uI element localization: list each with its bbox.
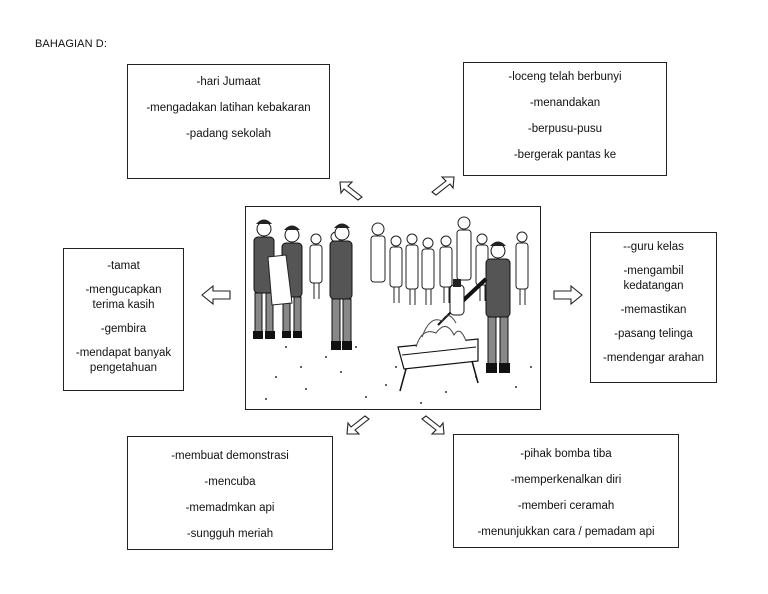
firefighters-group (253, 219, 353, 350)
note-line: -menunjukkan cara / pemadam api (477, 526, 655, 538)
note-line: -hari Jumaat (196, 76, 261, 88)
fire-drill-drawing (253, 216, 532, 404)
note-box-top-left: -hari Jumaat -mengadakan latihan kebakar… (127, 64, 330, 179)
note-line: -mendapat banyak pengetahuan (75, 347, 172, 374)
extinguisher (449, 279, 465, 316)
arrow-left-icon (201, 284, 231, 306)
arrow-up-right-icon (431, 176, 455, 196)
fire-drill-illustration (245, 206, 541, 410)
arrow-down-left-icon (346, 415, 370, 435)
note-line: -mengucapkan terima kasih (85, 284, 162, 311)
note-line: -pihak bomba tiba (520, 448, 612, 460)
section-heading: BAHAGIAN D: (35, 38, 108, 50)
note-line: -gembira (100, 323, 147, 335)
note-line: -padang sekolah (185, 128, 272, 140)
fire-tray (397, 315, 479, 392)
note-line: --guru kelas (623, 241, 684, 253)
note-line: -bergerak pantas ke (513, 149, 617, 161)
note-box-left: -tamat -mengucapkan terima kasih -gembir… (63, 248, 184, 391)
note-line: -memperkenalkan diri (510, 474, 622, 486)
note-line: -membuat demonstrasi (171, 450, 289, 462)
note-line: -pasang telinga (614, 328, 693, 340)
note-line: -mengambil kedatangan (623, 265, 684, 292)
note-box-top-right: -loceng telah berbunyi -menandakan -berp… (463, 62, 667, 176)
note-line: -mencuba (204, 476, 256, 488)
students-crowd (309, 216, 529, 290)
arrow-up-left-icon (339, 181, 363, 201)
note-line: -mendengar arahan (602, 352, 704, 364)
note-box-bottom-right: -pihak bomba tiba -memperkenalkan diri -… (453, 434, 679, 548)
firefighter-extinguisher (437, 241, 511, 373)
note-line: -loceng telah berbunyi (508, 71, 622, 83)
note-box-right: --guru kelas -mengambil kedatangan -mema… (590, 232, 717, 383)
note-line: -berpusu-pusu (527, 123, 603, 135)
note-line: -memadmkan api (185, 502, 275, 514)
note-box-bottom-left: -membuat demonstrasi -mencuba -memadmkan… (127, 436, 333, 550)
arrow-right-icon (553, 284, 583, 306)
note-line: -mengadakan latihan kebakaran (146, 102, 311, 114)
note-line: -menandakan (529, 97, 601, 109)
arrow-down-right-icon (421, 415, 445, 435)
note-line: -tamat (107, 260, 140, 272)
note-line: -memastikan (620, 304, 687, 316)
note-line: -sungguh meriah (186, 528, 274, 540)
note-line: -memberi ceramah (517, 500, 615, 512)
